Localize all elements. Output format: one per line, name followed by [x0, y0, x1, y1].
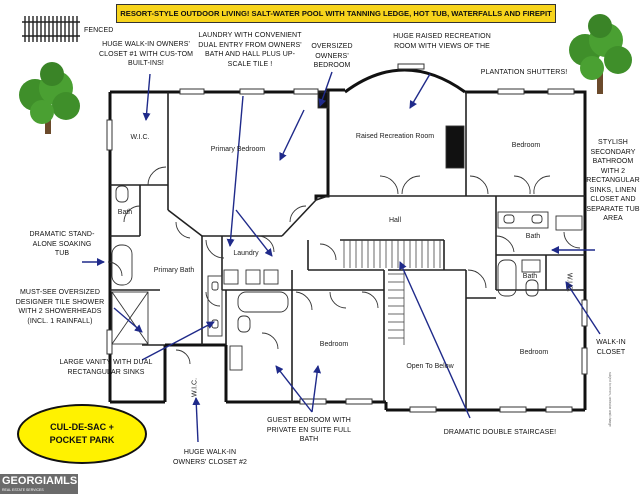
note-walkin-closet-right: WALK-IN CLOSET [596, 339, 626, 356]
fixtures [111, 91, 583, 371]
room-label-bedroom-center: Bedroom [319, 341, 349, 348]
note-raised-recreation: HUGE RAISED RECREATION ROOM WITH VIEWS O… [393, 33, 491, 50]
room-label-open-to-below: Open To Below [406, 363, 454, 370]
room-label-laundry: Laundry [233, 250, 259, 257]
fence-icon [22, 15, 82, 43]
cul-de-sac-line-2: POCKET PARK [49, 435, 115, 445]
georgiamls-logo: GEORGIAMLS REAL ESTATE SERVICES [0, 474, 78, 494]
room-label-bedroom-se: Bedroom [519, 349, 549, 356]
note-walkin-closet-1: HUGE WALK-IN OWNERS' CLOSET #1 WITH CUS-… [98, 41, 194, 67]
disclaimer-text: subject to errors, omission and change [608, 372, 612, 427]
room-label-wic-1: W.I.C. [130, 134, 150, 141]
callout-arrows [82, 71, 601, 443]
note-laundry: LAUNDRY WITH CONVENIENT DUAL ENTRY FROM … [198, 32, 302, 68]
tree-icon-left [19, 62, 80, 134]
note-soaking-tub: DRAMATIC STAND-ALONE SOAKING TUB [29, 231, 95, 257]
fenced-label: FENCED [84, 27, 114, 34]
room-label-wic-right: W.I.C. [565, 272, 573, 293]
staircase [343, 240, 441, 345]
note-double-staircase: DRAMATIC DOUBLE STAIRCASE! [443, 429, 557, 436]
room-label-primary-bath: Primary Bath [153, 267, 195, 274]
note-secondary-bathroom: STYLISH SECONDARY BATHROOM WITH 2 RECTAN… [586, 139, 640, 222]
note-plantation-shutters: PLANTATION SHUTTERS! [480, 69, 568, 76]
tree-icon-right [569, 14, 632, 94]
note-guest-bedroom: GUEST BEDROOM WITH PRIVATE EN SUITE FULL… [266, 417, 352, 443]
logo-name: GEORGIAMLS [2, 475, 78, 487]
cul-de-sac-line-1: CUL-DE-SAC + [50, 422, 114, 432]
room-label-bedroom-ne: Bedroom [511, 142, 541, 149]
room-label-primary-bedroom: Primary Bedroom [210, 146, 266, 153]
note-large-vanity: LARGE VANITY WITH DUAL RECTANGULAR SINKS [59, 359, 153, 376]
note-oversized-bedroom: OVERSIZED OWNERS' BEDROOM [311, 43, 353, 69]
room-label-wic-2: W.I.C. [191, 377, 199, 398]
room-label-bath-left: Bath [117, 209, 133, 216]
room-label-recreation-room: Raised Recreation Room [355, 133, 435, 140]
windows [106, 63, 588, 413]
room-label-bath-right-lower: Bath [522, 273, 538, 280]
logo-tagline: REAL ESTATE SERVICES [2, 488, 44, 492]
room-label-hall: Hall [388, 217, 402, 224]
note-tile-shower: MUST-SEE OVERSIZED DESIGNER TILE SHOWER … [15, 289, 105, 325]
note-walkin-closet-2: HUGE WALK-IN OWNERS' CLOSET #2 [172, 449, 248, 466]
cul-de-sac-badge: CUL-DE-SAC + POCKET PARK [17, 404, 147, 464]
door-swings [107, 166, 581, 365]
interior-walls [110, 92, 585, 410]
amenities-banner: RESORT-STYLE OUTDOOR LIVING! SALT-WATER … [116, 4, 556, 23]
room-label-bath-right-upper: Bath [525, 233, 541, 240]
